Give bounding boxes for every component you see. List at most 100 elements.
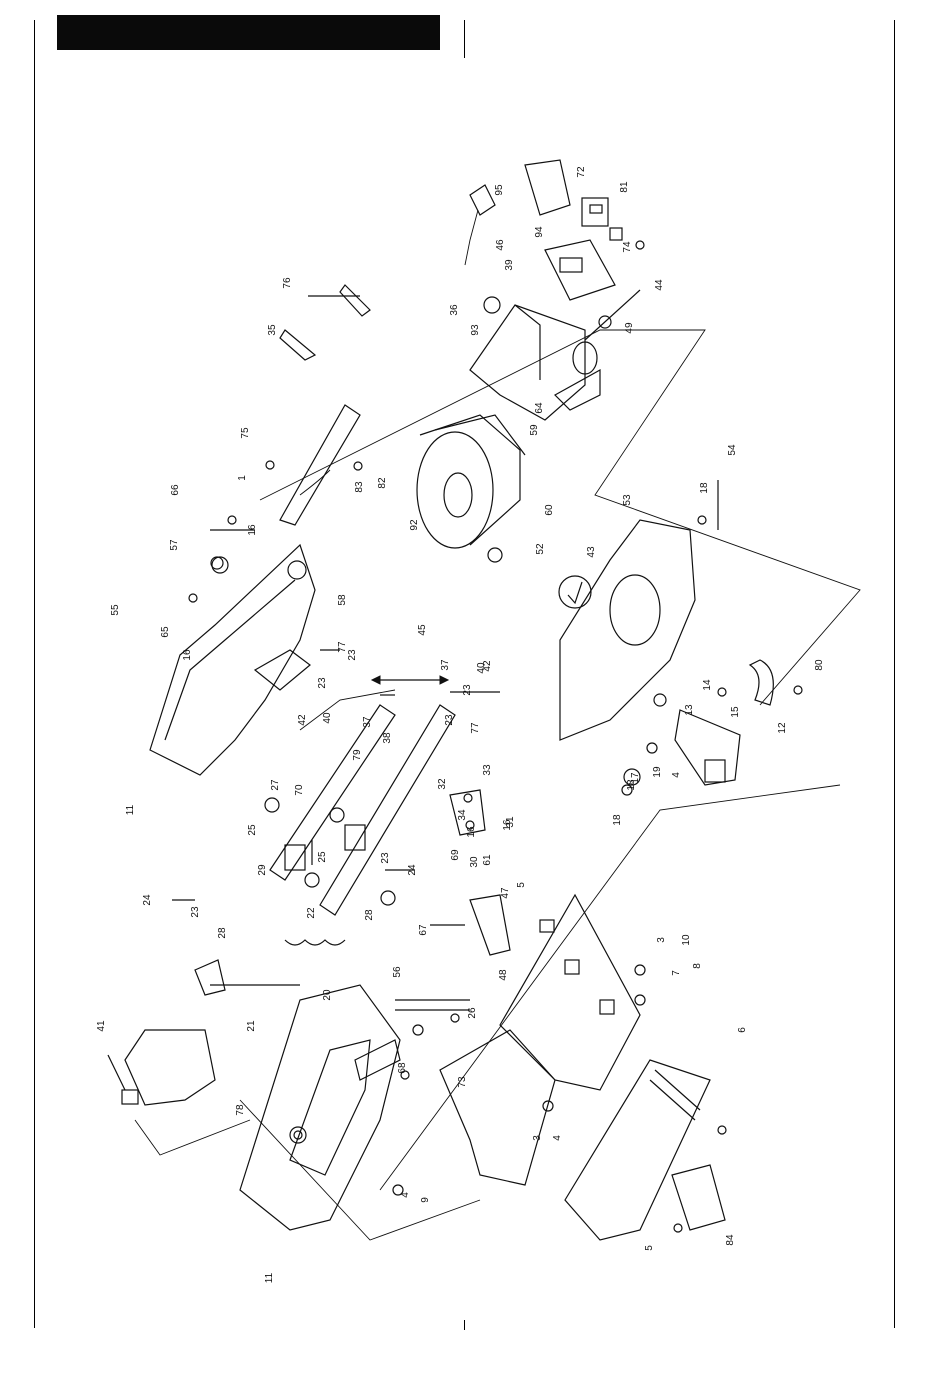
part-label-3: 3 — [532, 1135, 543, 1141]
part-label-5: 5 — [644, 1245, 655, 1251]
part-label-14: 14 — [702, 679, 713, 691]
part-label-41: 41 — [96, 1020, 107, 1032]
part-label-19: 19 — [652, 766, 663, 778]
part-label-18: 18 — [626, 779, 637, 791]
part-label-56: 56 — [392, 966, 403, 978]
part-label-11: 11 — [125, 804, 136, 815]
part-label-34: 34 — [457, 809, 468, 821]
part-label-72: 72 — [576, 166, 587, 178]
base-table-plate — [559, 520, 695, 740]
part-label-23: 23 — [380, 852, 391, 864]
motor-assembly — [417, 415, 525, 562]
part-label-37: 37 — [440, 659, 451, 671]
part-label-92: 92 — [409, 519, 420, 531]
part-label-36: 36 — [449, 304, 460, 316]
part-label-9: 9 — [420, 1197, 431, 1203]
guide-lines — [135, 330, 860, 1240]
part-label-61: 61 — [482, 854, 493, 866]
part-label-42: 42 — [297, 714, 308, 726]
part-label-70: 70 — [294, 784, 305, 796]
part-label-55: 55 — [110, 604, 121, 616]
part-label-25: 25 — [317, 851, 328, 863]
upper-table-housing — [150, 545, 315, 775]
part-label-31: 31 — [505, 816, 516, 828]
part-label-76: 76 — [282, 277, 293, 289]
part-label-53: 53 — [622, 494, 633, 506]
part-label-75: 75 — [240, 427, 251, 439]
part-label-57: 57 — [169, 539, 180, 551]
part-label-47: 47 — [500, 887, 511, 899]
part-label-16: 16 — [182, 649, 193, 661]
part-label-28: 28 — [217, 927, 228, 939]
part-label-64: 64 — [534, 402, 545, 414]
part-label-4: 4 — [671, 772, 682, 778]
part-label-6: 6 — [737, 1027, 748, 1033]
part-label-69: 69 — [450, 849, 461, 861]
part-label-10: 10 — [681, 934, 692, 946]
part-label-30: 30 — [469, 856, 480, 868]
part-label-22: 22 — [306, 907, 317, 919]
part-label-77: 77 — [470, 722, 481, 734]
part-label-58: 58 — [337, 594, 348, 606]
part-label-73: 73 — [457, 1076, 468, 1088]
part-label-13: 13 — [684, 704, 695, 716]
part-label-16: 16 — [247, 524, 258, 536]
part-label-81: 81 — [619, 181, 630, 193]
part-label-24: 24 — [407, 864, 418, 876]
part-label-65: 65 — [160, 626, 171, 638]
part-label-38: 38 — [382, 732, 393, 744]
part-label-29: 29 — [257, 864, 268, 876]
blade-arrow — [372, 676, 448, 684]
part-label-7: 7 — [671, 970, 682, 976]
part-label-48: 48 — [498, 969, 509, 981]
part-label-84: 84 — [725, 1234, 736, 1246]
part-label-40: 40 — [322, 712, 333, 724]
part-label-54: 54 — [727, 444, 738, 456]
tilt-bracket — [675, 660, 773, 785]
part-label-49: 49 — [624, 322, 635, 334]
part-label-23: 23 — [190, 906, 201, 918]
part-label-45: 45 — [417, 624, 428, 636]
dust-cover — [108, 1030, 215, 1105]
part-label-80: 80 — [814, 659, 825, 671]
lower-rod — [395, 895, 510, 1010]
part-label-5: 5 — [516, 882, 527, 888]
part-label-24: 24 — [142, 894, 153, 906]
part-label-23: 23 — [444, 714, 455, 726]
part-label-74: 74 — [622, 241, 633, 253]
part-label-23: 23 — [317, 677, 328, 689]
part-label-21: 21 — [246, 1020, 257, 1032]
part-label-60: 60 — [544, 504, 555, 516]
part-label-32: 32 — [437, 778, 448, 790]
part-label-79: 79 — [352, 749, 363, 761]
part-label-33: 33 — [482, 764, 493, 776]
part-label-94: 94 — [534, 226, 545, 238]
tension-rod-and-spring — [195, 940, 345, 995]
part-label-83: 83 — [354, 481, 365, 493]
switch-housing — [470, 290, 640, 420]
part-label-35: 35 — [267, 324, 278, 336]
part-label-28: 28 — [364, 909, 375, 921]
part-label-78: 78 — [235, 1104, 246, 1116]
guide-line-lower — [380, 785, 840, 1190]
guide-line-left — [135, 1120, 250, 1155]
part-label-39: 39 — [504, 259, 515, 271]
part-label-20: 20 — [322, 989, 333, 1001]
part-label-26: 26 — [467, 1007, 478, 1019]
part-label-59: 59 — [529, 424, 540, 436]
part-label-93: 93 — [470, 324, 481, 336]
part-label-95: 95 — [494, 184, 505, 196]
part-label-46: 46 — [495, 239, 506, 251]
part-label-66: 66 — [170, 484, 181, 496]
part-label-77: 77 — [337, 641, 348, 653]
part-label-52: 52 — [535, 543, 546, 555]
part-label-4: 4 — [552, 1135, 563, 1141]
part-label-12: 12 — [777, 722, 788, 734]
part-label-25: 25 — [247, 824, 258, 836]
lower-arm-housing — [240, 985, 400, 1230]
part-label-4: 4 — [400, 1192, 411, 1198]
part-label-15: 15 — [730, 706, 741, 718]
part-label-44: 44 — [654, 279, 665, 291]
